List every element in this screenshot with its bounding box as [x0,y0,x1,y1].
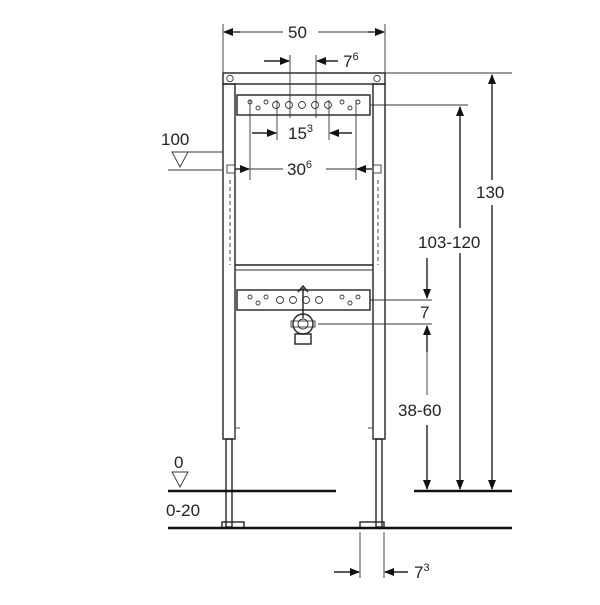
dim-offset-top: 76 [264,51,359,118]
svg-text:76: 76 [343,51,359,71]
lower-rail-holes [247,294,361,306]
spacing-outer-value: 30 [287,160,306,179]
dim-foot-offset: 73 [334,532,430,582]
level-upper-label: 100 [161,130,189,149]
floor-range-label: 0-20 [166,501,200,520]
dim-spacing-inner: 153 [252,100,352,143]
left-leg [225,438,233,528]
spacing-inner-sup: 3 [307,123,313,135]
right-bracket [372,164,382,174]
width-top-value: 50 [288,23,307,42]
level-marker-100: 100 [161,130,222,171]
dim-height-range: 103-120 [418,106,480,490]
svg-text:73: 73 [414,562,430,582]
waste-outlet-fitting [290,284,316,345]
level-floor-label: 0 [174,453,183,472]
right-leg [375,438,383,528]
top-left-bolt [226,74,234,83]
offset-top-sup: 6 [352,51,358,63]
top-right-bolt [373,74,381,83]
dim-spacing-outer: 306 [235,100,372,180]
outlet-range-value: 38-60 [398,401,441,420]
dim-step-small: 7 [420,258,431,352]
level-marker-0: 0 [171,453,189,488]
left-bracket [226,164,236,174]
frame-right-post [372,83,386,440]
upper-rail-holes [247,99,361,111]
svg-text:153: 153 [288,123,313,143]
frame-top-rail [222,72,386,85]
dim-outlet-range: 38-60 [398,352,441,490]
total-height-value: 130 [476,183,504,202]
upper-mounting-rail [236,94,371,116]
dim-total-height: 130 [476,74,504,490]
height-range-value: 103-120 [418,233,480,252]
offset-top-value: 7 [343,52,352,71]
frame-left-post [222,83,236,440]
dim-width-top: 50 [222,23,386,73]
spacing-outer-sup: 6 [306,159,312,171]
foot-offset-sup: 3 [423,562,429,574]
step-small-value: 7 [420,303,429,322]
foot-offset-value: 7 [414,563,423,582]
svg-text:306: 306 [287,159,312,179]
spacing-inner-value: 15 [288,124,307,143]
